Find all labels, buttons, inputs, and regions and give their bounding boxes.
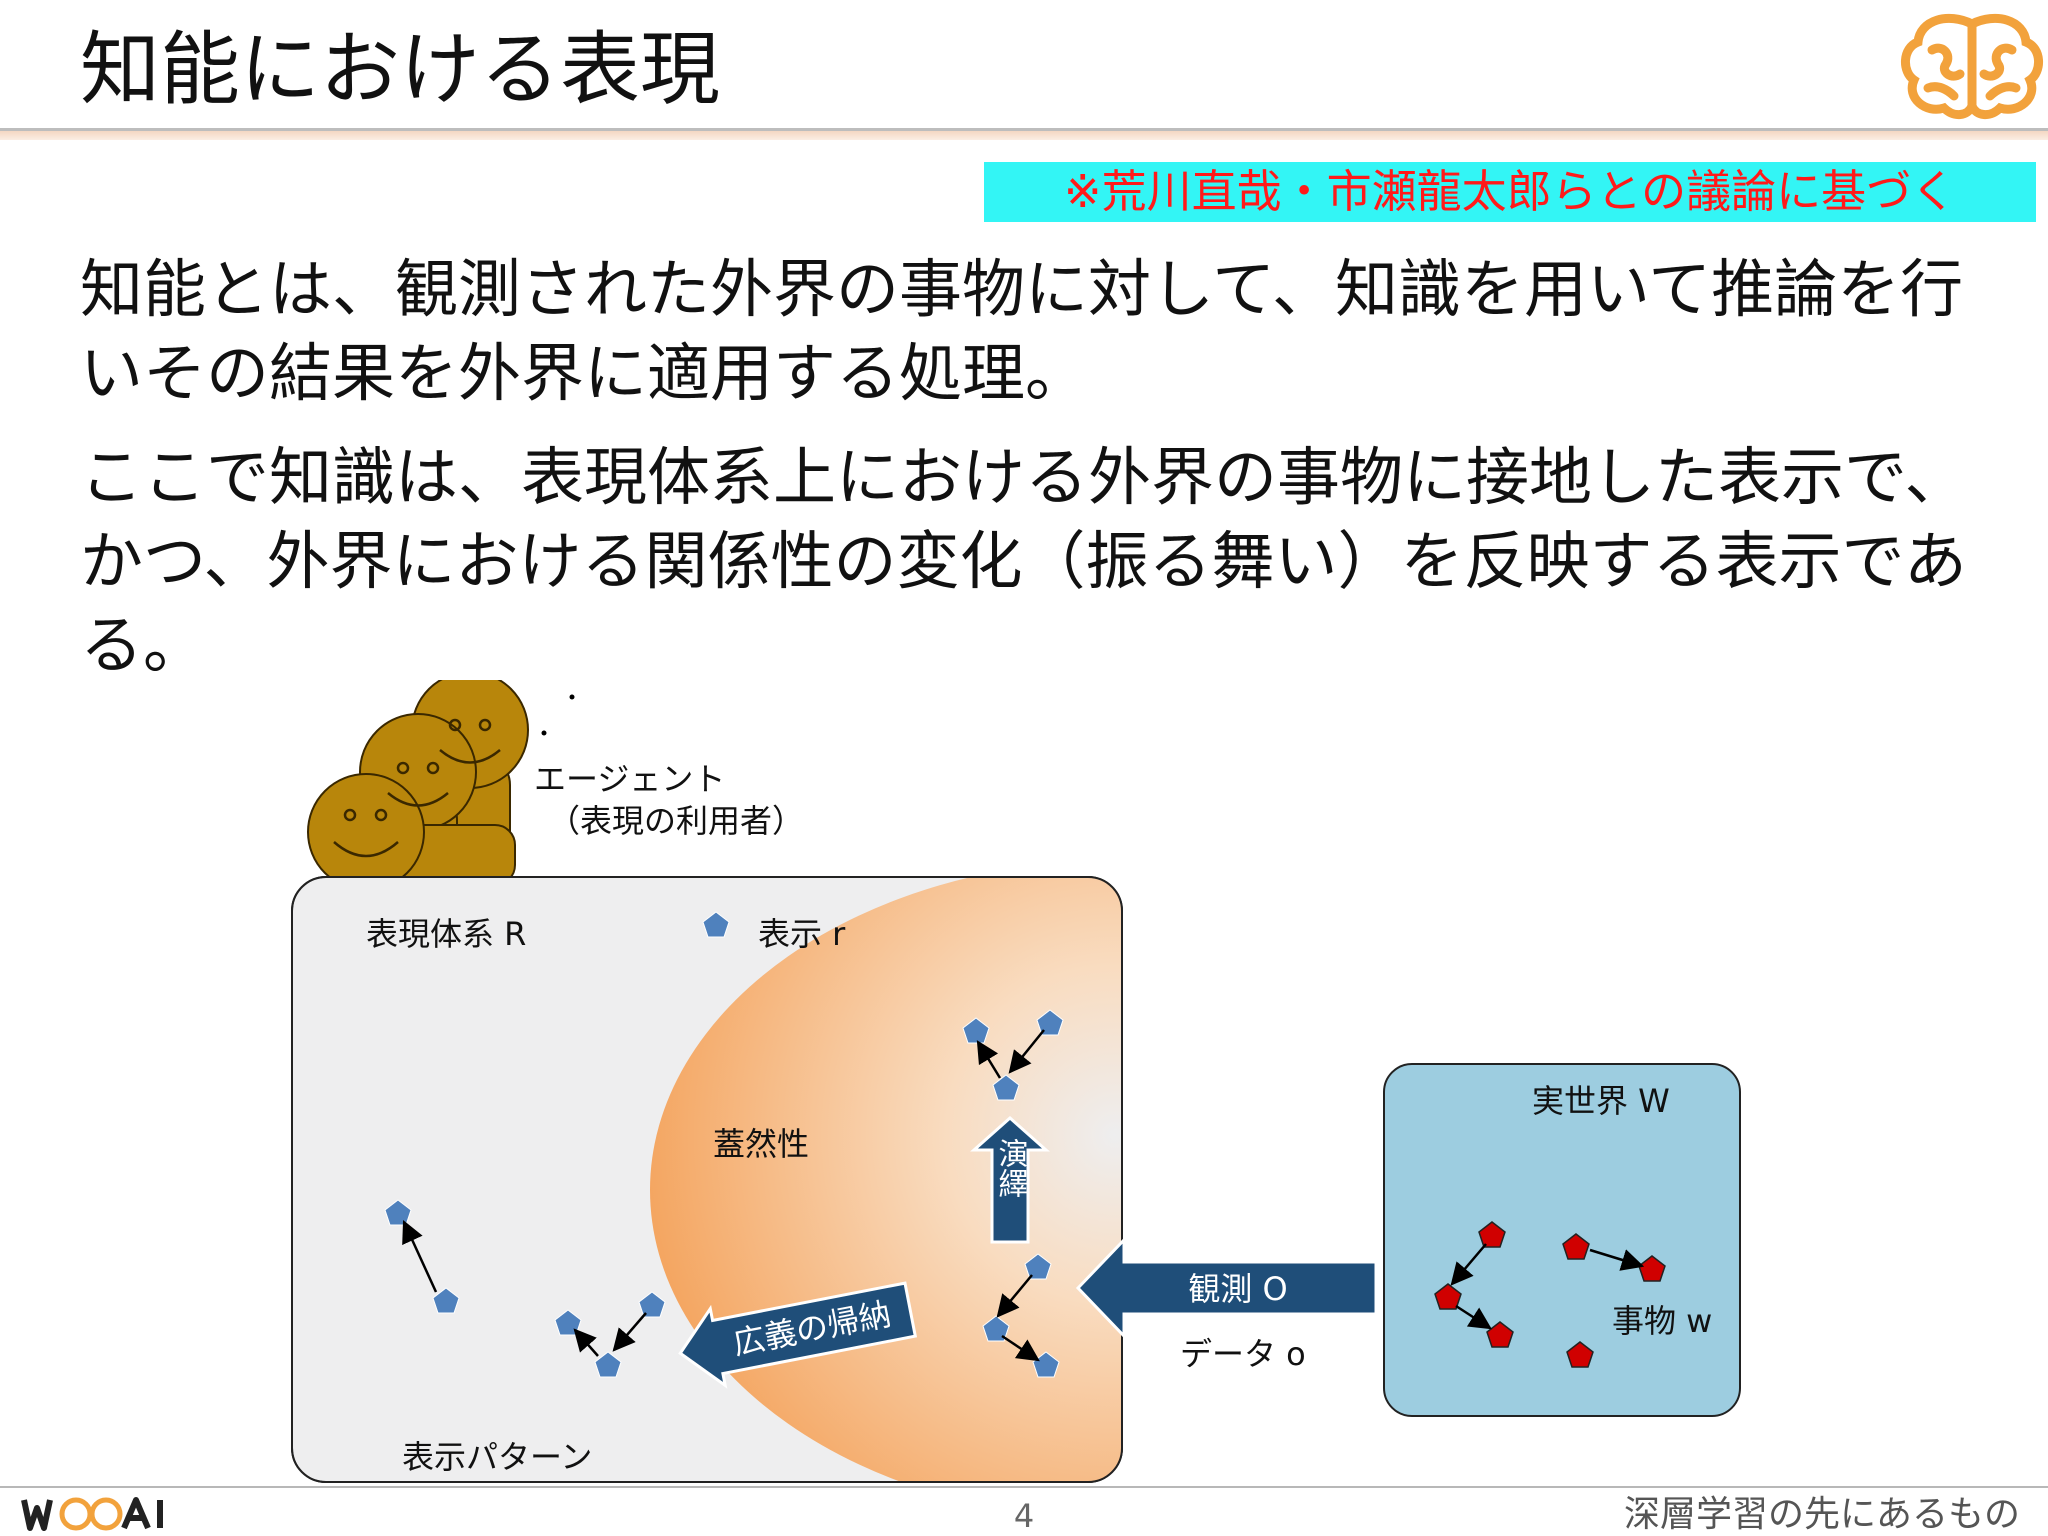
brain-logo-icon (1901, 13, 2043, 119)
plausibility-region (650, 877, 1122, 1482)
representation-diagram: エージェント （表現の利用者） 表現体系 R 表示 r 蓋然性 表示パターン (291, 680, 1741, 1483)
observation-label: 観測 O (1188, 1270, 1287, 1308)
display-label: 表示 r (758, 915, 846, 953)
page-number: 4 (1013, 1497, 1035, 1535)
observation-arrow: 観測 O (1075, 1236, 1378, 1340)
real-world-things (1434, 1221, 1666, 1368)
knowledge-paragraph: ここで知識は、表現体系上における外界の事物に接地した表示で、かつ、外界における関… (80, 441, 1968, 682)
woai-logo-icon (21, 1497, 163, 1531)
decorative-dot (541, 730, 547, 736)
pentagon-marker-icon (702, 911, 730, 938)
data-label: データ o (1180, 1335, 1306, 1373)
real-world-label: 実世界 W (1532, 1082, 1670, 1120)
thing-label: 事物 w (1612, 1302, 1712, 1340)
footer-title: 深層学習の先にあるもの (1623, 1494, 2020, 1535)
decorative-dot (569, 694, 575, 700)
plausibility-label: 蓋然性 (713, 1125, 809, 1163)
deduction-label: 演繹 (993, 1138, 1029, 1198)
display-pattern-right (962, 1009, 1064, 1378)
title-divider (0, 128, 2048, 140)
attribution-note: ※荒川直哉・市瀬龍太郎らとの議論に基づく (984, 162, 2036, 222)
slide-title: 知能における表現 (80, 23, 720, 116)
agent-sublabel: （表現の利用者） (548, 802, 804, 840)
footer-divider (0, 1486, 2048, 1488)
display-pattern-left (384, 1199, 666, 1378)
agent-label: エージェント (534, 760, 725, 798)
display-pattern-label: 表示パターン (402, 1438, 592, 1476)
agent-group (307, 680, 529, 891)
deduction-arrow: 演繹 (970, 1115, 1050, 1244)
representation-system-label: 表現体系 R (366, 915, 526, 953)
definition-paragraph: 知能とは、観測された外界の事物に対して、知識を用いて推論を行いその結果を外界に適… (80, 253, 1964, 410)
